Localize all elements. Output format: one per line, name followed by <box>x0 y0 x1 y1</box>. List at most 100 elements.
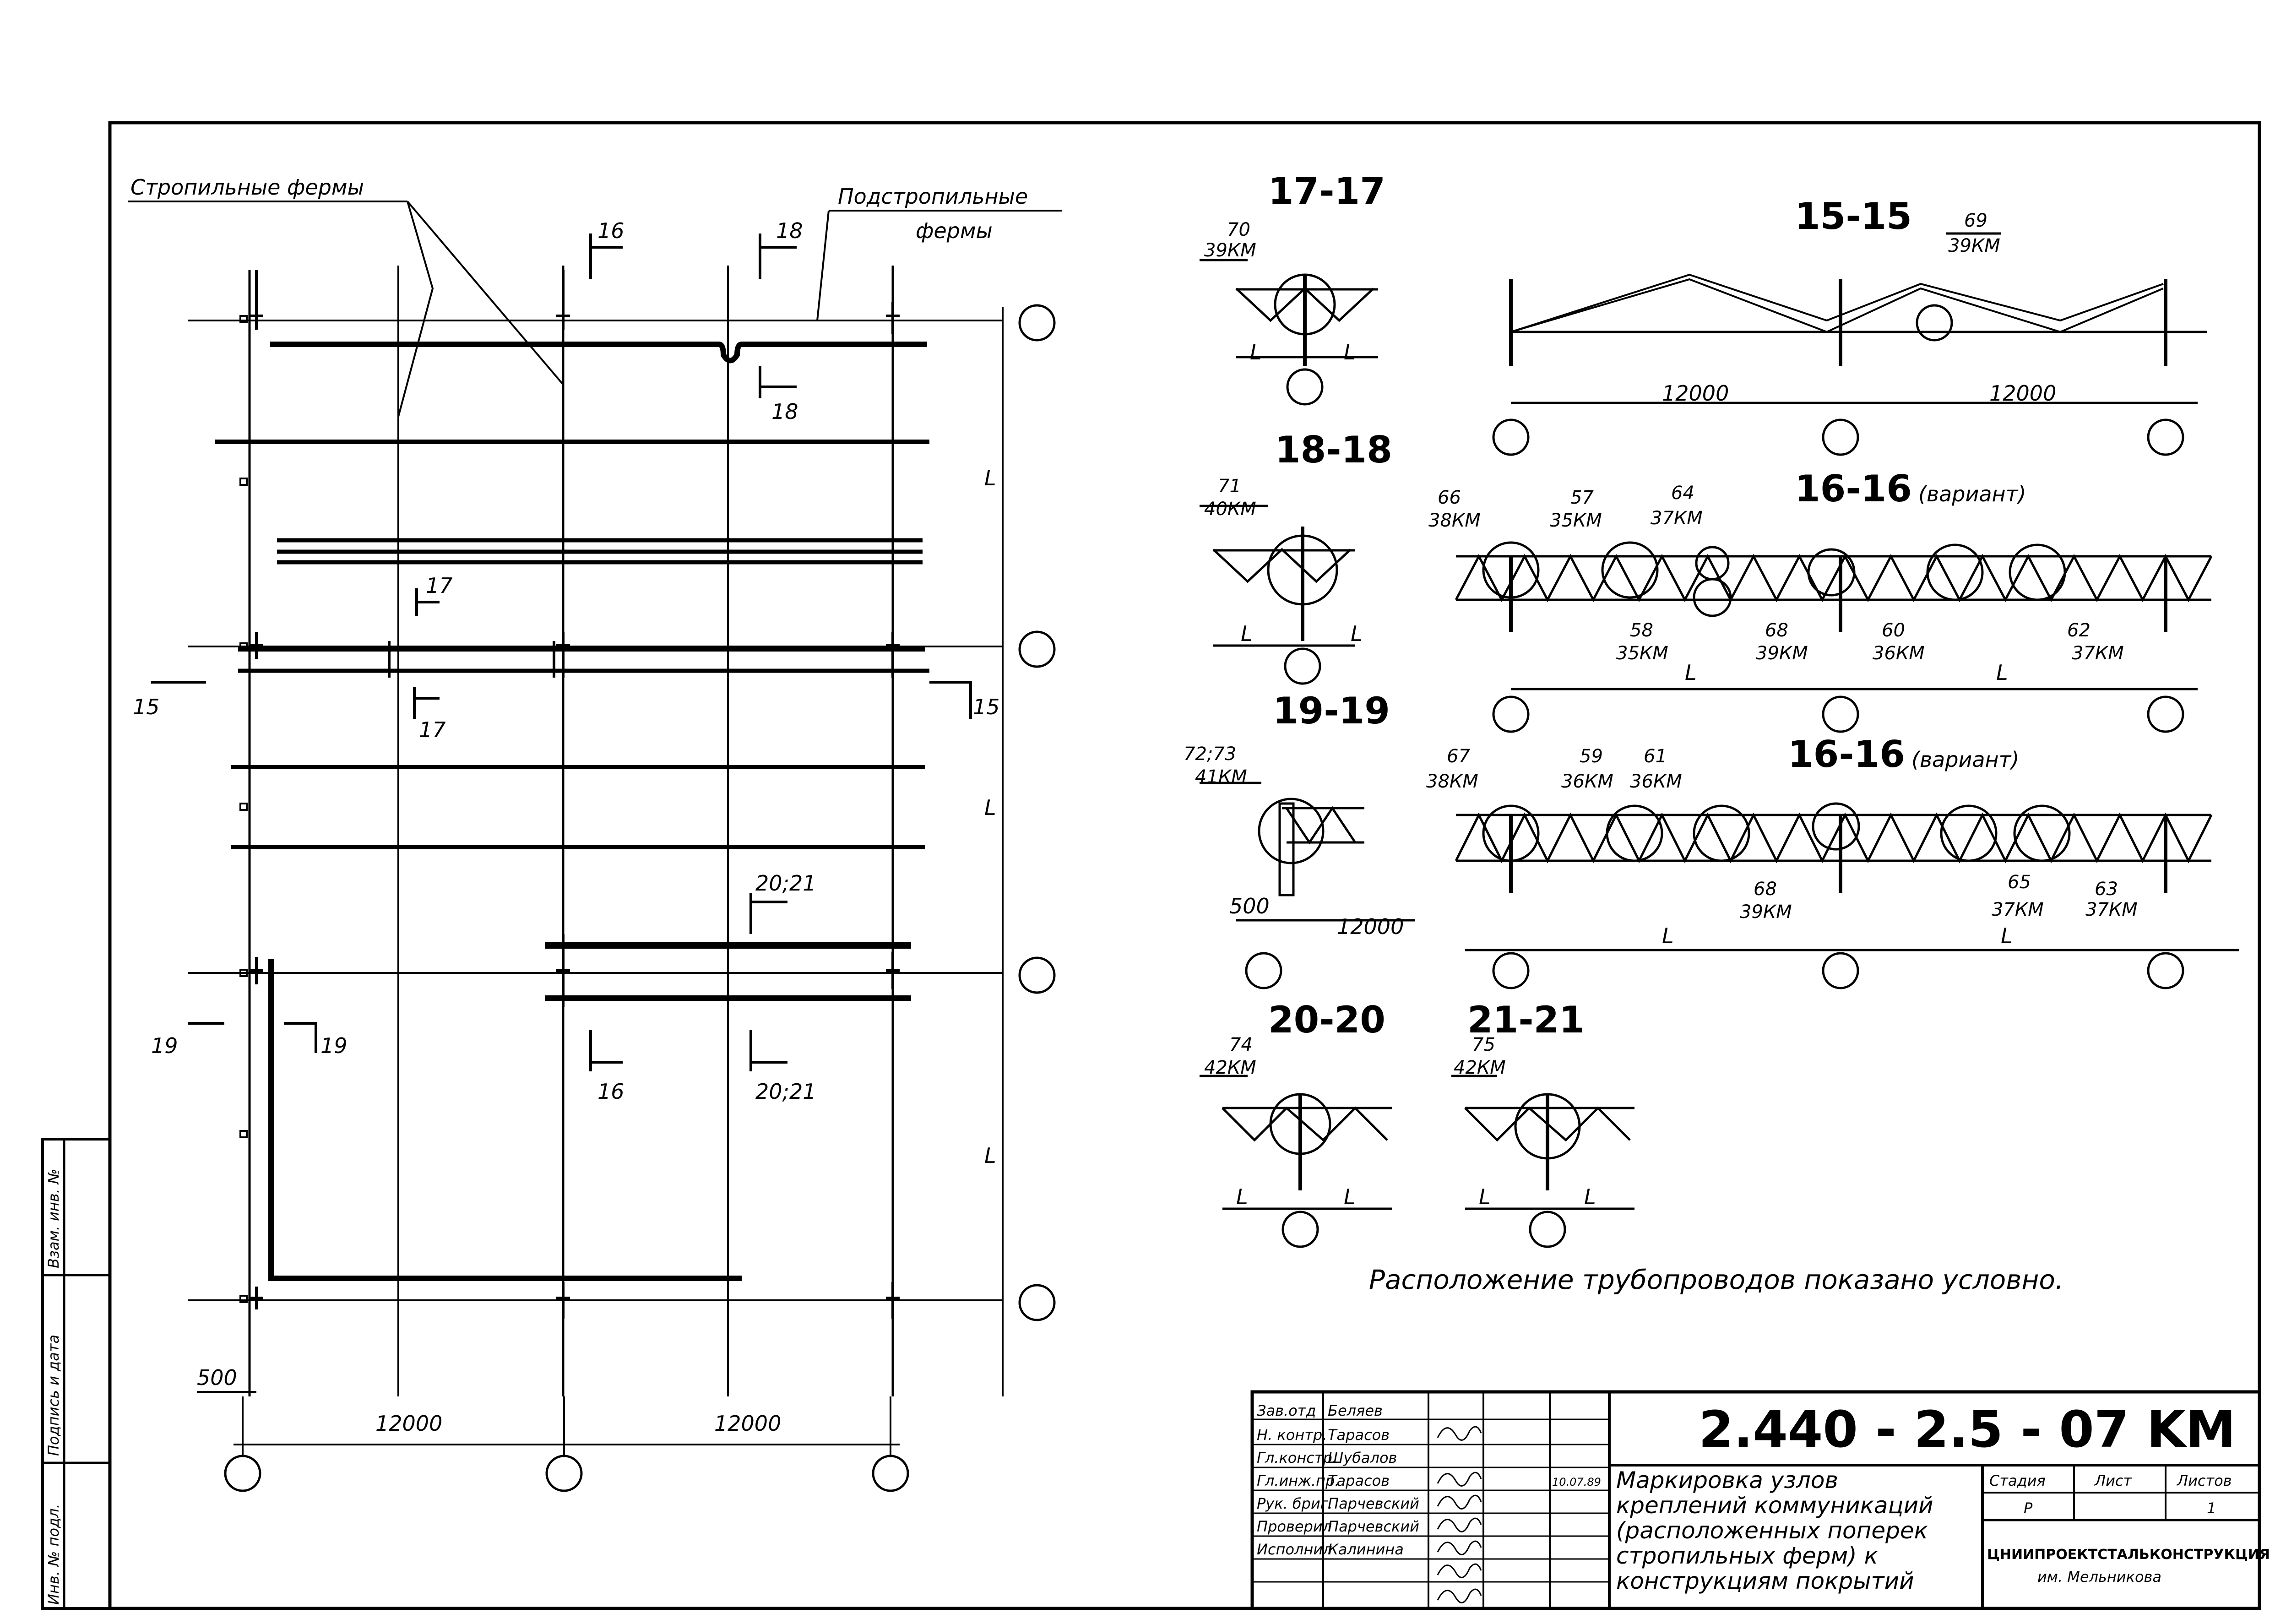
stamp-vzam: Взам. инв. № <box>45 1169 62 1268</box>
mark-63: 63 <box>2095 879 2118 900</box>
mark-35km-b: 35КМ <box>1616 643 1668 664</box>
mark-37km-a: 37КМ <box>1651 508 1703 529</box>
dim-16a-L2: L <box>1996 660 2008 685</box>
section-15-15: 15-15 <box>1795 195 1912 238</box>
title-block <box>1250 1390 2261 1610</box>
dim-18-L2: L <box>1351 621 1363 646</box>
mark-7273: 72;73 <box>1184 744 1236 765</box>
tb-stage: Р <box>2024 1499 2033 1517</box>
tb-name-3: Тарасов <box>1328 1472 1390 1489</box>
tb-role-2: Гл.констр. <box>1257 1449 1337 1466</box>
mark-39km-b: 39КМ <box>1948 235 2000 256</box>
mark-74: 74 <box>1229 1034 1253 1055</box>
dim-span-1: 12000 <box>375 1411 442 1436</box>
cut-2021-bottom: 20;21 <box>755 1079 816 1104</box>
mark-37km-b: 37КМ <box>2072 643 2124 664</box>
section-20-20: 20-20 <box>1268 999 1385 1041</box>
cut-18-bottom: 18 <box>771 399 798 424</box>
title-line-2: креплений коммуникаций <box>1616 1492 1933 1519</box>
dim-16a-L1: L <box>1685 660 1697 685</box>
plan-view <box>128 201 1062 1492</box>
mark-58: 58 <box>1630 620 1653 641</box>
subtruss-label-2: фермы <box>916 218 993 243</box>
mark-35km-a: 35КМ <box>1550 510 1602 531</box>
stamp-inv: Инв. № подл. <box>45 1504 62 1605</box>
sections <box>1200 232 2239 1248</box>
drawing-code: 2.440 - 2.5 - 07 KM <box>1699 1400 2236 1459</box>
cut-18-top: 18 <box>776 218 803 243</box>
section-16-16-a: 16-16 <box>1795 467 1912 510</box>
plan-labels: Стропильные фермы Подстропильные фермы 1… <box>130 175 1028 1436</box>
tb-sheet-hdr: Лист <box>2094 1472 2132 1489</box>
tb-role-3: Гл.инж.пр. <box>1257 1472 1340 1489</box>
cut-19-right: 19 <box>320 1033 348 1058</box>
dim-21-L1: L <box>1479 1184 1491 1209</box>
cut-19-left: 19 <box>151 1033 178 1058</box>
tb-org2: им. Мельникова <box>2037 1568 2161 1586</box>
note-text: Расположение трубопроводов показано усло… <box>1369 1264 2063 1295</box>
tb-name-5: Парчевский <box>1328 1518 1419 1535</box>
tb-role-1: Н. контр. <box>1257 1426 1327 1444</box>
dim-17-L2: L <box>1344 340 1356 364</box>
stamp-sign: Подпись и дата <box>45 1335 62 1456</box>
variant-b: (вариант) <box>1911 747 2019 772</box>
mark-39km-d: 39КМ <box>1740 902 1792 923</box>
section-17-17: 17-17 <box>1268 170 1385 212</box>
tb-date: 10.07.89 <box>1552 1476 1601 1488</box>
sheet-frame <box>108 121 2261 1610</box>
tb-role-6: Исполнил <box>1257 1541 1332 1558</box>
mark-62: 62 <box>2067 620 2091 641</box>
mark-65: 65 <box>2008 872 2031 893</box>
mark-37km-c: 37КМ <box>1992 899 2044 920</box>
dim-21-L2: L <box>1584 1184 1596 1209</box>
section-21-21: 21-21 <box>1467 999 1585 1041</box>
tb-role-0: Зав.отд <box>1257 1402 1316 1419</box>
variant-a: (вариант) <box>1918 482 2026 506</box>
subtruss-label-1: Подстропильные <box>838 184 1028 209</box>
mark-67: 67 <box>1447 746 1470 767</box>
title-line-3: (расположенных поперек <box>1616 1517 1928 1544</box>
mark-71: 71 <box>1218 476 1241 497</box>
dim-span-2: 12000 <box>714 1411 781 1436</box>
mark-39km-a: 39КМ <box>1204 240 1256 261</box>
dim-17-L1: L <box>1250 340 1262 364</box>
mark-36km-c: 36КМ <box>1630 771 1682 792</box>
section-labels: 17-17 18-18 19-19 20-20 21-21 15-15 16-1… <box>1184 170 2138 1295</box>
tb-org: ЦНИИПРОЕКТСТАЛЬКОНСТРУКЦИЯ <box>1987 1547 2270 1563</box>
dim-L-3: L <box>984 1143 996 1168</box>
mark-60: 60 <box>1882 620 1905 641</box>
dim-19-span: 12000 <box>1337 914 1404 939</box>
mark-64: 64 <box>1671 483 1694 504</box>
dim-16b-L2: L <box>2001 923 2013 948</box>
mark-75: 75 <box>1472 1034 1495 1055</box>
dim-500: 500 <box>197 1365 237 1390</box>
dim-19-500: 500 <box>1229 894 1270 918</box>
mark-37km-d: 37КМ <box>2085 899 2138 920</box>
mark-41km: 41КМ <box>1195 766 1247 788</box>
tb-sheets-hdr: Листов <box>2177 1472 2232 1489</box>
cut-15-right: 15 <box>973 695 1000 719</box>
cut-17-top: 17 <box>426 573 453 598</box>
tb-name-1: Тарасов <box>1328 1426 1390 1444</box>
tb-name-6: Калинина <box>1328 1541 1404 1558</box>
mark-57: 57 <box>1570 487 1594 508</box>
dim-16b-L1: L <box>1662 923 1674 948</box>
tb-sheets: 1 <box>2207 1499 2216 1517</box>
mark-68-b: 68 <box>1754 879 1777 900</box>
cut-2021-top: 20;21 <box>755 871 816 896</box>
mark-68-a: 68 <box>1765 620 1788 641</box>
tb-stage-hdr: Стадия <box>1989 1472 2046 1489</box>
dim-18-L1: L <box>1241 621 1253 646</box>
title-line-1: Маркировка узлов <box>1616 1467 1838 1494</box>
mark-42km-b: 42КМ <box>1454 1057 1506 1078</box>
section-19-19: 19-19 <box>1273 690 1390 732</box>
dim-15-span-2: 12000 <box>1989 381 2056 406</box>
title-line-4: стропильных ферм) к <box>1616 1543 1878 1569</box>
mark-66: 66 <box>1438 487 1461 508</box>
mark-39km-c: 39КМ <box>1756 643 1808 664</box>
truss-label: Стропильные фермы <box>130 175 364 200</box>
tb-name-4: Парчевский <box>1328 1495 1419 1512</box>
mark-38km-a: 38КМ <box>1428 510 1481 531</box>
dim-L-1: L <box>984 466 996 490</box>
